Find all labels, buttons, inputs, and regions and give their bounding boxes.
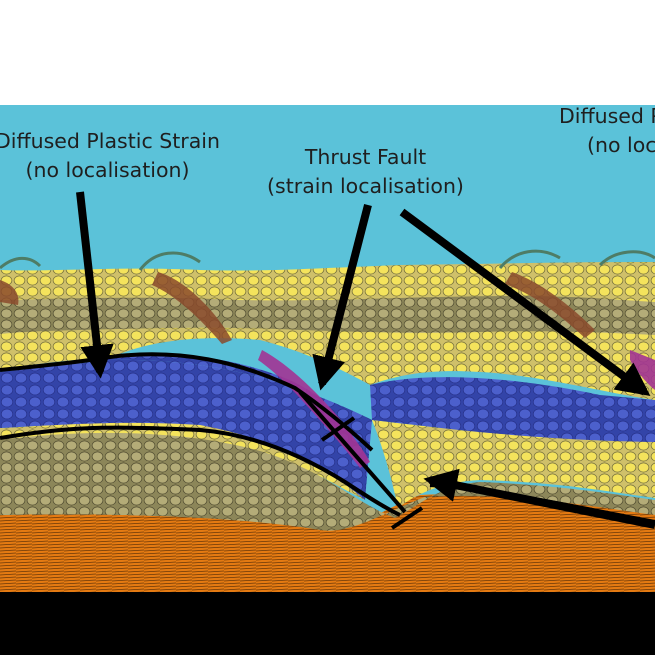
lower-bead-layer bbox=[0, 430, 655, 531]
label-thrust-fault-line1: Thrust Fault bbox=[304, 145, 427, 169]
surface-crests bbox=[0, 249, 655, 271]
lower-interface-line bbox=[0, 425, 401, 517]
label-diffused-left-line2: (no localisation) bbox=[25, 158, 190, 182]
arrow-diffused-left bbox=[76, 191, 114, 379]
label-thrust-fault-line2: (strain localisation) bbox=[267, 174, 464, 198]
arrow-diffused-right bbox=[399, 208, 651, 396]
strain-zone-left bbox=[0, 280, 19, 305]
strain-zone-right bbox=[505, 272, 595, 338]
arrow-displacement bbox=[423, 468, 655, 529]
fault-trace-line bbox=[298, 390, 407, 514]
base-layer bbox=[0, 590, 655, 655]
upper-olive-band bbox=[0, 296, 655, 335]
fault-tick-lower bbox=[390, 506, 424, 530]
blue-bead-layer-right bbox=[370, 377, 655, 442]
arrow-thrust-fault bbox=[312, 204, 372, 391]
label-diffused-left: Diffused Plastic Strain (no localisation… bbox=[0, 127, 220, 185]
label-diffused-right: Diffused P (no loc bbox=[559, 102, 655, 160]
strain-zone-mid-left bbox=[152, 272, 232, 344]
label-diffused-right-line1: Diffused P bbox=[559, 104, 655, 128]
label-diffused-right-line2: (no loc bbox=[587, 133, 655, 157]
label-thrust-fault: Thrust Fault (strain localisation) bbox=[258, 143, 473, 201]
upper-interface-line bbox=[0, 352, 374, 452]
orange-basement-layer bbox=[0, 493, 655, 592]
blue-bead-layer-main bbox=[0, 359, 372, 500]
lower-yellow-band-right bbox=[372, 420, 655, 508]
fault-tick-upper bbox=[320, 416, 356, 442]
label-diffused-left-line1: Diffused Plastic Strain bbox=[0, 129, 220, 153]
